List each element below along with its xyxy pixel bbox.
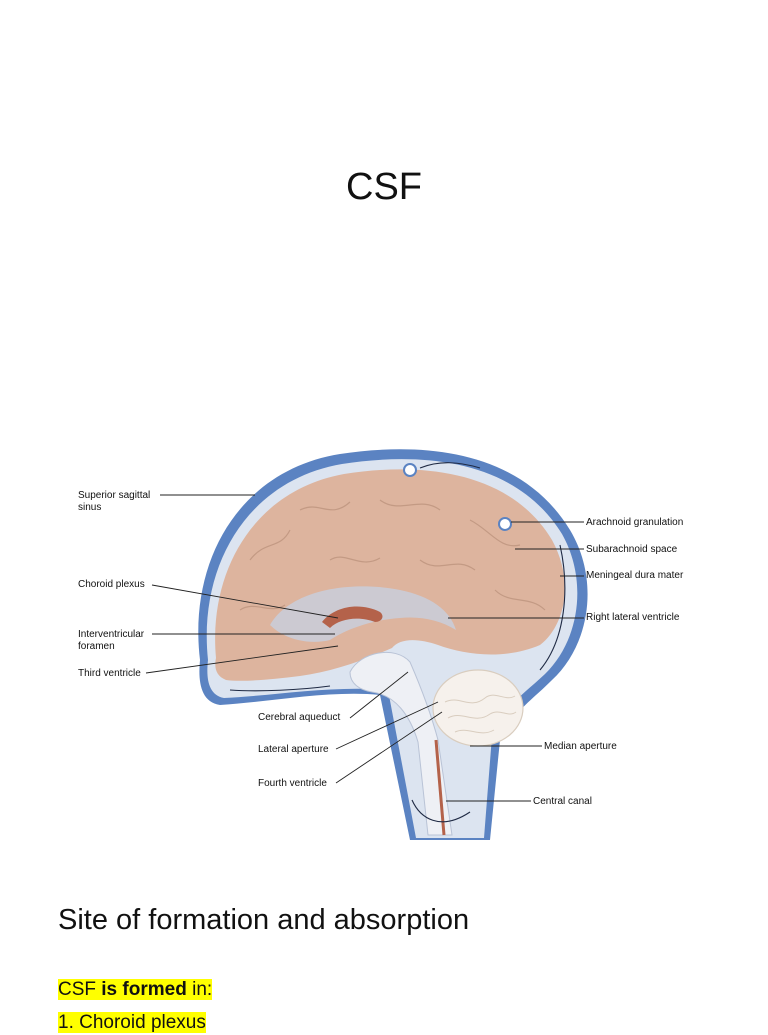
label-superior-sagittal-sinus: Superior sagittal xyxy=(78,490,150,501)
list-item-1: 1. Choroid plexus xyxy=(58,1011,206,1035)
arachnoid-granulation-top xyxy=(403,463,417,477)
label-lateral-aperture: Lateral aperture xyxy=(258,744,329,755)
csf-flow-arrows xyxy=(229,462,566,823)
formed-text-2: in: xyxy=(186,979,213,1000)
label-subarachnoid-space: Subarachnoid space xyxy=(586,544,678,555)
label-central-canal: Central canal xyxy=(533,796,592,807)
page-title: CSF xyxy=(346,166,422,208)
leader-third-ventricle xyxy=(145,645,339,674)
label-choroid-plexus: Choroid plexus xyxy=(78,579,145,590)
formed-text-1: CSF xyxy=(58,979,102,1000)
leader-fourth-ventricle xyxy=(335,711,443,784)
label-right-lateral-ventricle: Right lateral ventricle xyxy=(586,612,680,623)
csf-circulation-diagram: Superior sagittal sinus Choroid plexus I… xyxy=(78,449,684,840)
label-third-ventricle: Third ventricle xyxy=(78,668,141,679)
formed-in-highlight: CSF is formed in: xyxy=(58,979,213,1000)
list-item-1-highlight: 1. Choroid plexus xyxy=(58,1012,206,1033)
label-meningeal-dura-mater: Meningeal dura mater xyxy=(586,570,684,581)
label-cerebral-aqueduct: Cerebral aqueduct xyxy=(258,712,340,723)
label-fourth-ventricle: Fourth ventricle xyxy=(258,778,327,789)
label-interventricular-foramen: Interventricular xyxy=(78,629,145,640)
cerebellum xyxy=(432,669,524,747)
arachnoid-granulation-side xyxy=(498,517,512,531)
label-superior-sagittal-sinus-2: sinus xyxy=(78,502,101,513)
label-arachnoid-granulation: Arachnoid granulation xyxy=(586,517,683,528)
formed-in-line: CSF is formed in: xyxy=(58,978,213,1002)
label-interventricular-foramen-2: foramen xyxy=(78,641,115,652)
leader-choroid-plexus xyxy=(151,584,339,619)
gyri-lines xyxy=(239,499,546,611)
choroid-plexus xyxy=(322,606,383,628)
leader-cerebral-aqueduct xyxy=(349,671,409,719)
cerebellum-folia xyxy=(444,694,517,734)
central-canal xyxy=(434,739,446,836)
label-median-aperture: Median aperture xyxy=(544,741,617,752)
section-heading: Site of formation and absorption xyxy=(58,904,470,936)
formed-text-bold: is formed xyxy=(101,979,187,1000)
leader-lateral-aperture xyxy=(335,701,439,750)
brainstem xyxy=(349,652,453,836)
